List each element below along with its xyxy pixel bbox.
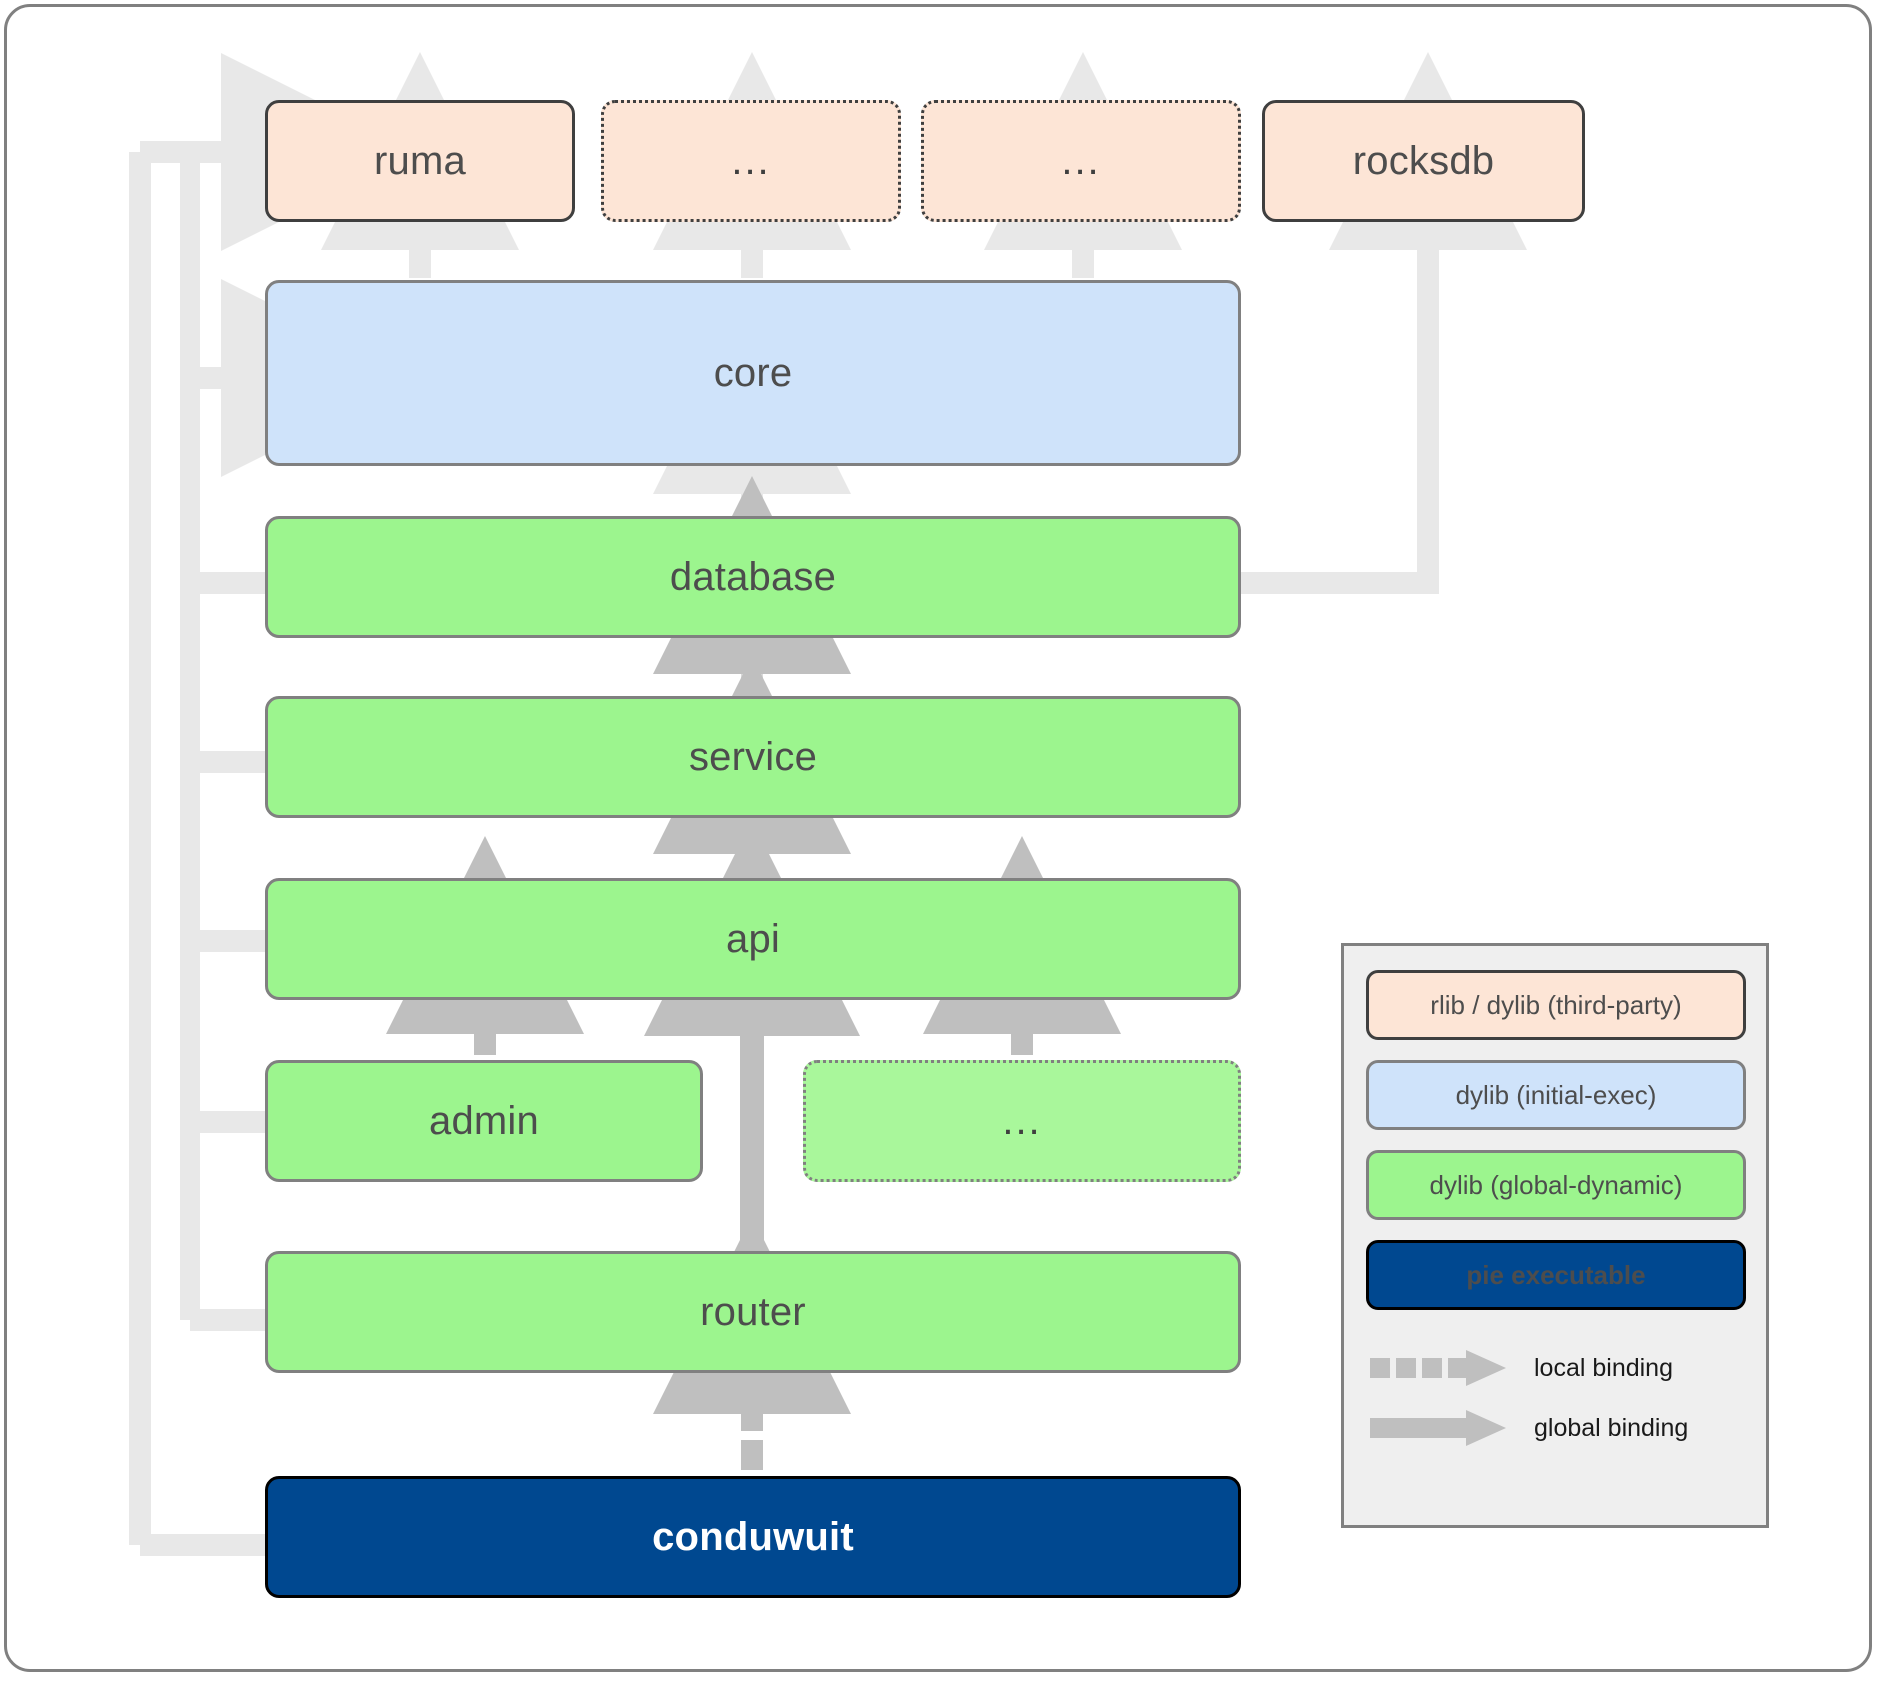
node-ellipsis-3[interactable]: ...: [803, 1060, 1241, 1182]
solid-arrow-icon: [1370, 1410, 1506, 1446]
node-label-ruma: ruma: [374, 138, 466, 183]
node-admin[interactable]: admin: [265, 1060, 703, 1182]
node-label-conduwuit: conduwuit: [652, 1514, 854, 1559]
legend-swatch-global-dynamic: dylib (global-dynamic): [1366, 1150, 1746, 1220]
node-ellipsis-2[interactable]: ...: [921, 100, 1241, 222]
node-label-router: router: [700, 1289, 806, 1334]
legend-swatch-third-party: rlib / dylib (third-party): [1366, 970, 1746, 1040]
legend-label-third-party: rlib / dylib (third-party): [1430, 989, 1682, 1020]
node-service[interactable]: service: [265, 696, 1241, 818]
node-label-database: database: [669, 554, 837, 599]
node-core[interactable]: core: [265, 280, 1241, 466]
node-label-api: api: [726, 916, 780, 961]
node-label-ellipsis-1: ...: [731, 139, 771, 183]
node-api[interactable]: api: [265, 878, 1241, 1000]
node-ellipsis-1[interactable]: ...: [601, 100, 901, 222]
node-ruma[interactable]: ruma: [265, 100, 575, 222]
dashed-arrow-icon: [1370, 1350, 1506, 1386]
node-label-admin: admin: [429, 1098, 539, 1143]
node-label-ellipsis-3: ...: [1002, 1099, 1042, 1143]
node-conduwuit[interactable]: conduwuit: [265, 1476, 1241, 1598]
node-router[interactable]: router: [265, 1251, 1241, 1373]
node-rocksdb[interactable]: rocksdb: [1262, 100, 1585, 222]
node-label-rocksdb: rocksdb: [1352, 138, 1495, 183]
legend-label-global-dynamic: dylib (global-dynamic): [1429, 1169, 1683, 1200]
legend-swatch-pie-executable: pie executable: [1366, 1240, 1746, 1310]
legend-row-local-binding: local binding: [1366, 1340, 1750, 1396]
legend-swatch-initial-exec: dylib (initial-exec): [1366, 1060, 1746, 1130]
node-database[interactable]: database: [265, 516, 1241, 638]
legend-row-global-binding: global binding: [1366, 1400, 1750, 1456]
legend-label-local-binding: local binding: [1534, 1353, 1673, 1382]
legend-label-initial-exec: dylib (initial-exec): [1455, 1079, 1657, 1110]
legend-panel: rlib / dylib (third-party) dylib (initia…: [1341, 943, 1769, 1528]
legend-label-pie-executable: pie executable: [1466, 1259, 1646, 1290]
legend-label-global-binding: global binding: [1534, 1413, 1689, 1442]
node-label-ellipsis-2: ...: [1061, 139, 1101, 183]
node-label-service: service: [688, 734, 818, 779]
node-label-core: core: [713, 350, 793, 395]
